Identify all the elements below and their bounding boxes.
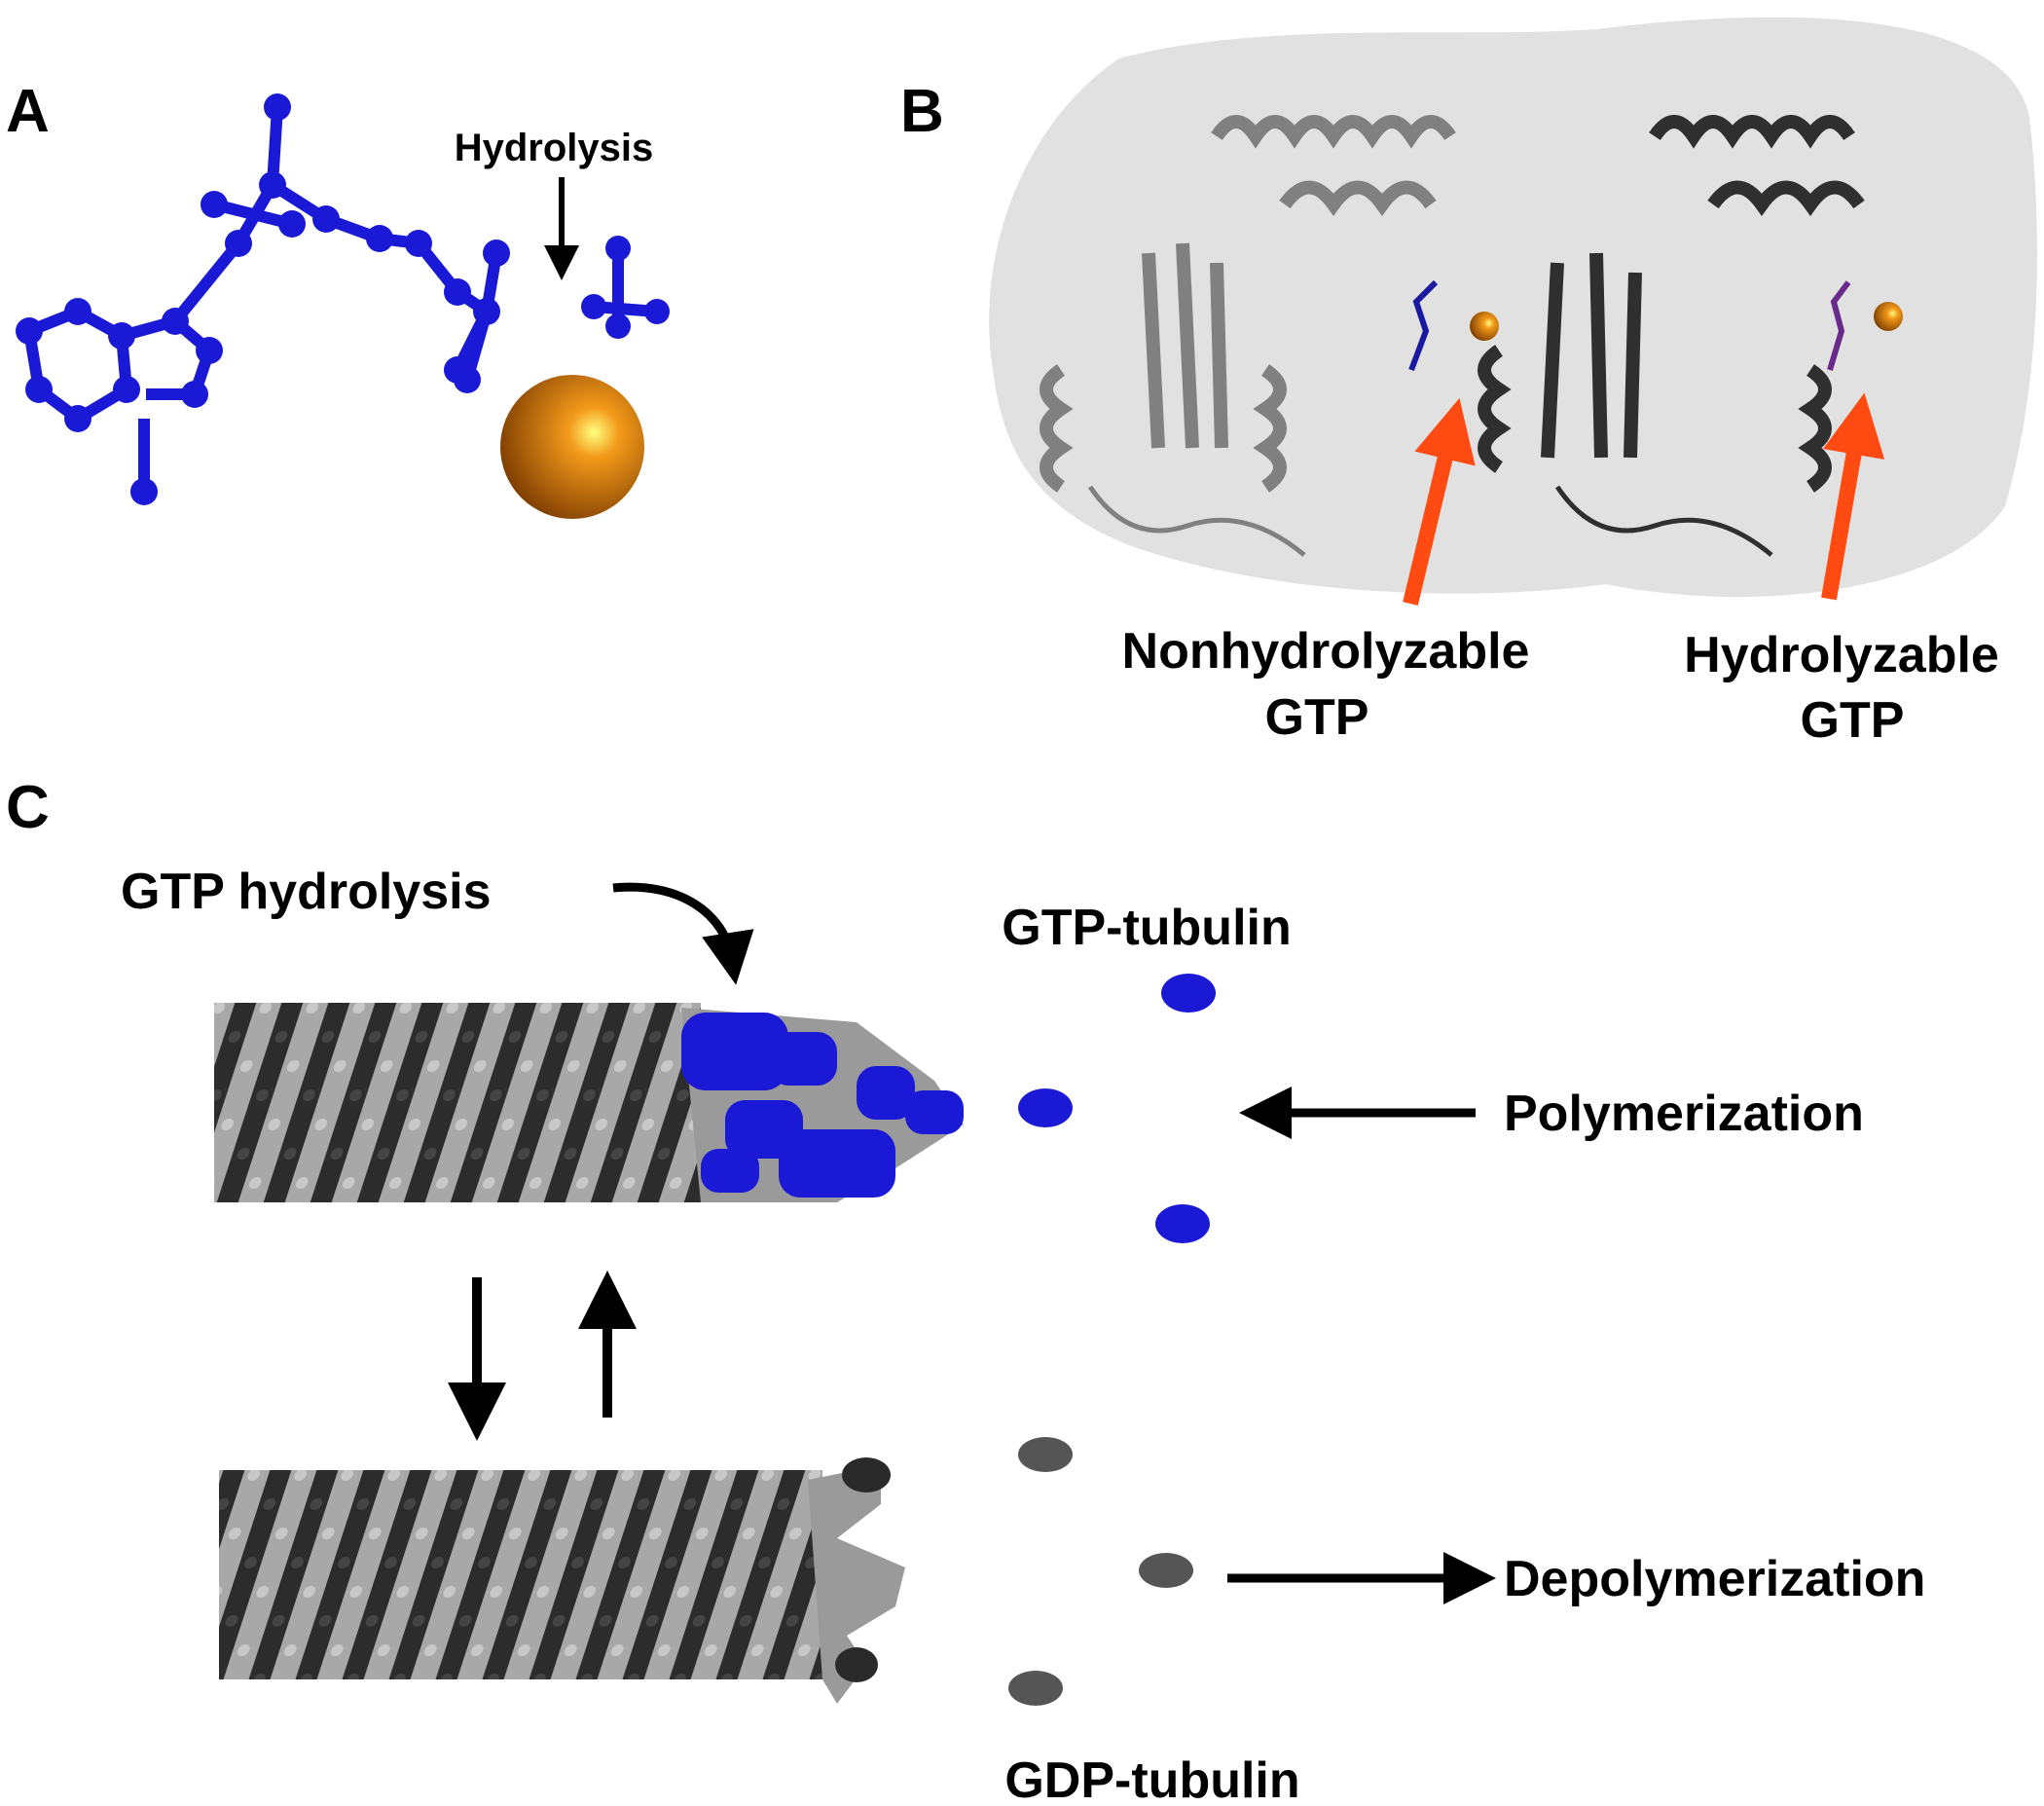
microtubule-growing (214, 1003, 964, 1202)
red-arrow-hydrolyzable (1821, 392, 1885, 601)
hydrolysis-label: Hydrolysis (455, 127, 654, 169)
magnesium-ion-left (1470, 312, 1499, 341)
gtp-tubulin-label: GTP-tubulin (1002, 900, 1291, 956)
depolymerization-label: Depolymerization (1504, 1551, 1925, 1607)
magnesium-ion-sphere (500, 375, 644, 519)
hydrolyzable-gtp-label: GTP (1801, 692, 1905, 749)
gdp-tubulin-dimer (1008, 1671, 1063, 1706)
nonhydrolyzable-label: Nonhydrolyzable (1122, 623, 1530, 680)
gdp-tubulin-dimer (1139, 1553, 1193, 1588)
gtp-tubulin-dimer (1155, 1204, 1210, 1243)
gtp-tubulin-dimer (1161, 974, 1216, 1013)
gtp-hydrolyzable-site (1827, 280, 1851, 371)
red-arrow-nonhydrolyzable (1403, 397, 1476, 606)
panel-label-b: B (900, 78, 944, 145)
gdp-tubulin-dimer (1018, 1437, 1073, 1472)
gtp-nonhydrolyzable-site (1408, 279, 1439, 372)
hydrolyzable-label: Hydrolyzable (1684, 627, 1999, 683)
nonhydrolyzable-gtp-label: GTP (1265, 689, 1369, 746)
panel-label-a: A (6, 78, 50, 145)
curved-arrow (612, 882, 754, 985)
polymerization-label: Polymerization (1504, 1086, 1864, 1142)
gtp-hydrolysis-label: GTP hydrolysis (121, 864, 492, 920)
gtp-tubulin-dimer (1018, 1088, 1073, 1127)
magnesium-ion-right (1874, 302, 1903, 331)
gdp-tubulin-label: GDP-tubulin (1004, 1752, 1299, 1806)
microtubule-shrinking (219, 1457, 905, 1704)
panel-label-c: C (6, 774, 50, 841)
gtp-molecule (16, 93, 670, 505)
tubulin-dimer-structure (989, 17, 2037, 598)
